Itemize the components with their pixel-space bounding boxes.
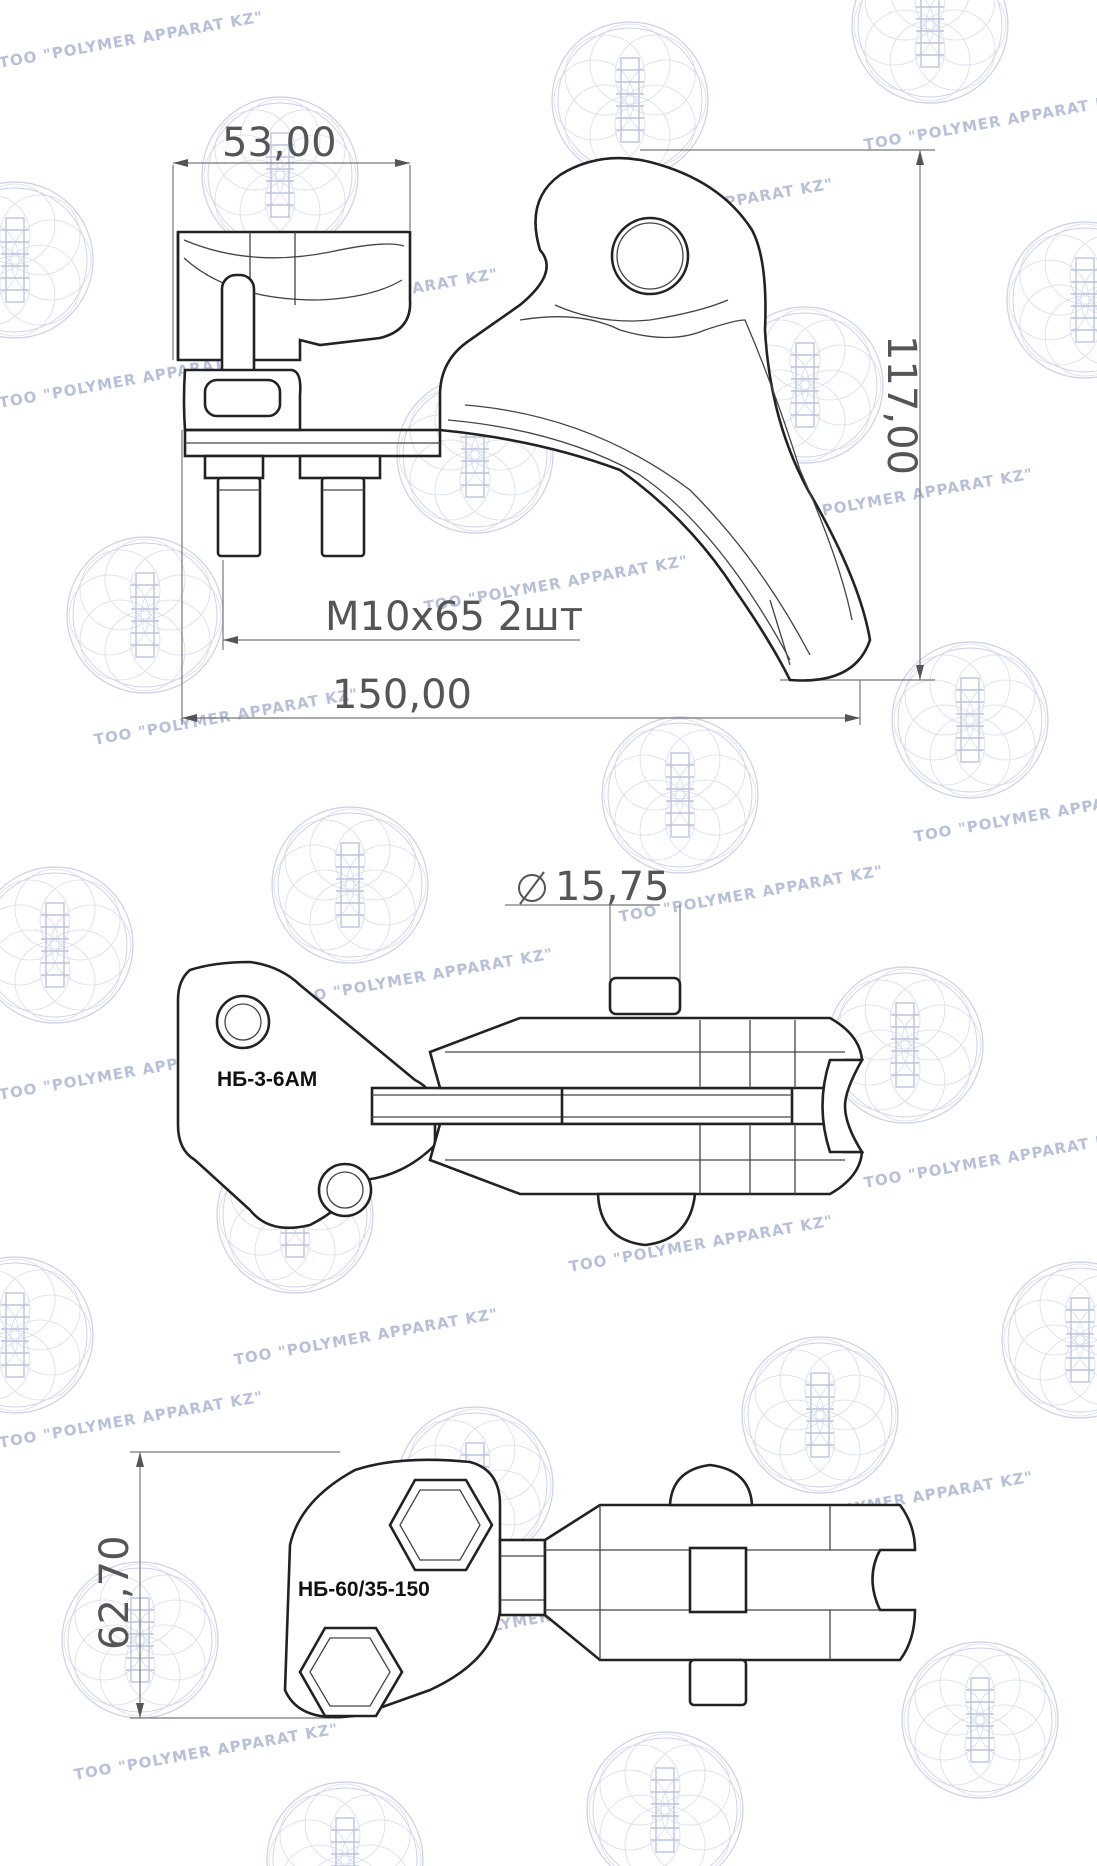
dimension-length: 150,00 — [181, 430, 861, 725]
watermark-text: TOO "POLYMER APPARAT KZ" — [73, 1720, 340, 1784]
pin-stub-bottom — [688, 1658, 748, 1707]
watermark-text: TOO "POLYMER APPARAT KZ" — [0, 1388, 265, 1452]
bolt-icon — [298, 454, 382, 558]
bottom-view: 62,70 НБ-60/35-150 — [92, 1451, 917, 1719]
clamp-body — [176, 230, 412, 362]
watermark-text: TOO "POLYMER APPARAT KZ" — [863, 1128, 1097, 1192]
watermark-text: TOO "POLYMER APPARAT KZ" — [913, 782, 1097, 846]
pin-stub — [608, 976, 682, 1016]
pin-head — [596, 1192, 697, 1247]
pin-body — [688, 1546, 748, 1614]
dimension-label-62: 62,70 — [92, 1535, 138, 1650]
dimension-label-117: 117,00 — [878, 335, 924, 475]
link-bar — [498, 1538, 547, 1617]
pin-head-top — [668, 1463, 754, 1507]
dimension-label-150: 150,00 — [332, 672, 472, 718]
lower-cheek — [428, 1122, 864, 1196]
watermark-text: TOO "POLYMER APPARAT KZ" — [0, 8, 265, 72]
part-marking-bottom: НБ-60/35-150 — [298, 1578, 430, 1601]
dimension-diameter: 15,75 — [505, 864, 681, 980]
bolt-icon — [203, 454, 265, 558]
eye-hole — [610, 216, 690, 296]
bolt-dimension: M10x65 2шт — [222, 560, 583, 650]
dimension-height-bottom: 62,70 — [92, 1451, 340, 1719]
part-marking: НБ-3-6АМ — [217, 1068, 317, 1091]
dimension-label-diameter: 15,75 — [555, 864, 670, 910]
upper-cheek — [428, 1016, 864, 1090]
top-view: 15,75 НБ-3-6АМ — [176, 864, 865, 1247]
watermark-text: TOO "POLYMER APPARAT KZ" — [863, 90, 1097, 154]
central-bar — [370, 1086, 794, 1126]
side-view: 53,00 117,00 — [172, 120, 935, 725]
dimension-width-top: 53,00 — [172, 120, 411, 360]
dimension-label-53: 53,00 — [222, 120, 337, 166]
groove-end — [821, 1058, 865, 1154]
bolt-label: M10x65 2шт — [325, 594, 583, 640]
watermark-text: TOO "POLYMER APPARAT KZ" — [233, 1305, 500, 1369]
watermark-text: TOO "POLYMER APPARAT KZ" — [93, 685, 360, 749]
dimension-height: 117,00 — [640, 149, 935, 681]
curved-arm — [438, 156, 872, 682]
